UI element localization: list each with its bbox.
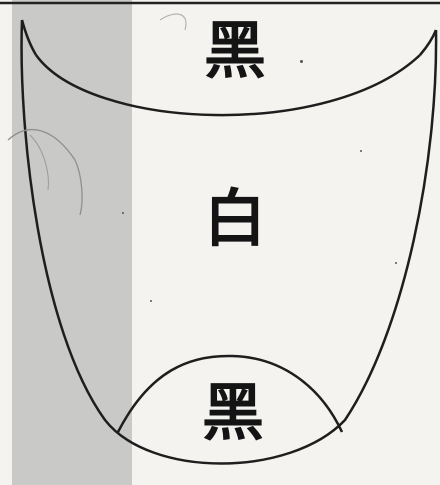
faint-scribble bbox=[7, 129, 83, 216]
page-shadow-band bbox=[12, 0, 132, 485]
paper-speck bbox=[150, 300, 152, 302]
upper-region-arc bbox=[34, 54, 421, 117]
outer-outline bbox=[20, 19, 438, 465]
upper-rim-left bbox=[20, 19, 38, 56]
middle-region-label: 白 bbox=[203, 182, 266, 255]
paper-speck bbox=[122, 212, 124, 214]
upper-rim-right bbox=[419, 29, 438, 56]
tip-region-arc bbox=[116, 354, 344, 433]
tip-region-label: 黑 bbox=[201, 376, 264, 449]
paper-speck bbox=[360, 150, 362, 152]
faint-scribble-2 bbox=[29, 134, 49, 191]
faint-mark-top bbox=[159, 13, 187, 31]
paper-speck bbox=[395, 262, 397, 264]
paper-speck bbox=[300, 60, 303, 63]
upper-region-label: 黑 bbox=[203, 14, 266, 87]
